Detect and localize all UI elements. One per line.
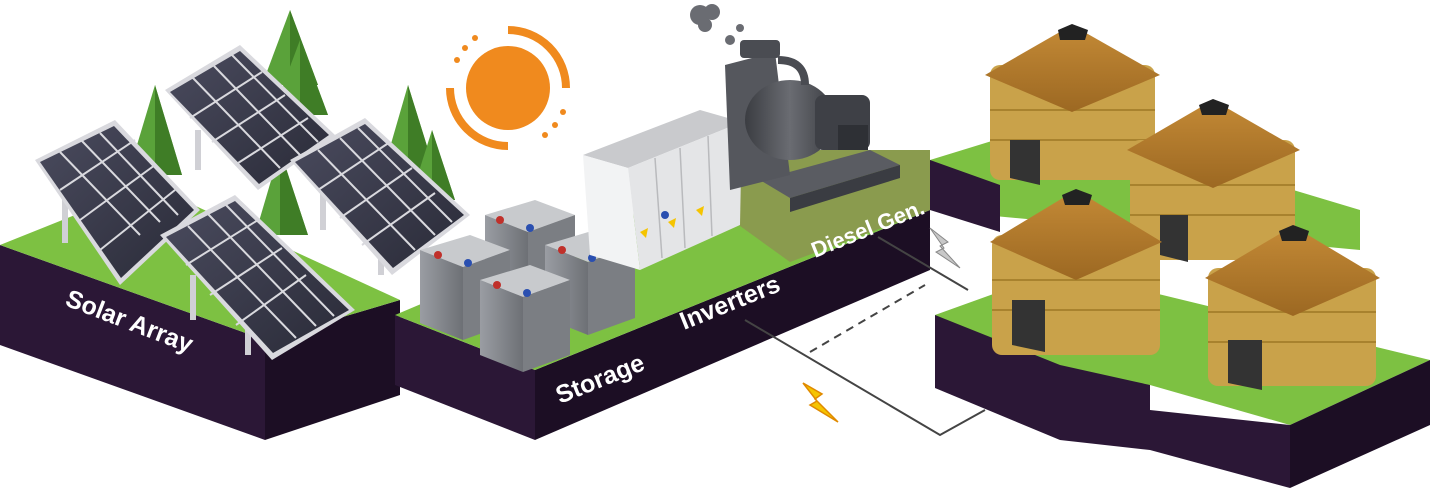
hut: [1205, 225, 1380, 390]
smoke-icon: [690, 4, 744, 45]
hut: [985, 24, 1160, 185]
power-lines: [744, 236, 986, 437]
solar-panels: [35, 45, 470, 360]
sun-icon: [446, 26, 570, 150]
hut: [990, 189, 1162, 355]
huts: [985, 24, 1380, 390]
diesel-generator: [690, 4, 900, 212]
inverter-cabinet: [583, 110, 742, 270]
lightning-bolt-icon: [802, 382, 839, 423]
hut: [1127, 99, 1300, 262]
lightning-bolt-icon: [929, 227, 961, 269]
